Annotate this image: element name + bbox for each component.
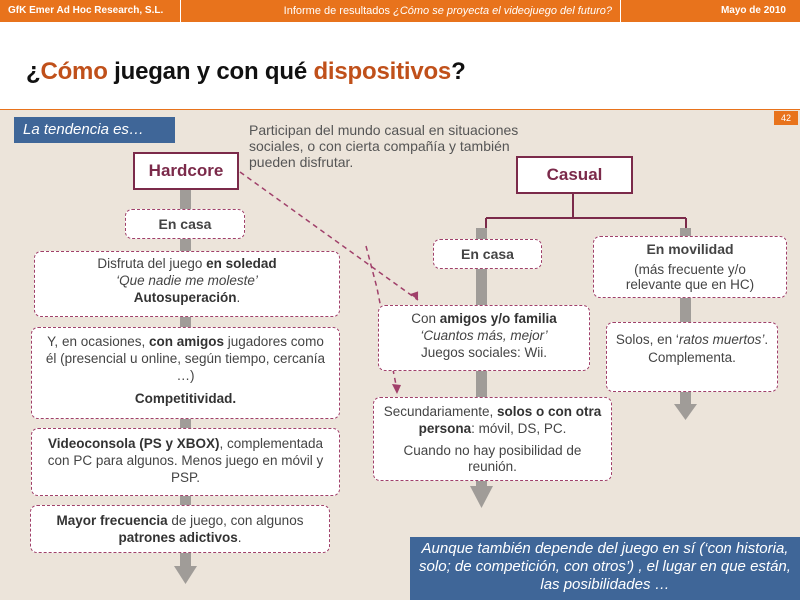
header-divider [620, 0, 621, 22]
title-part: ? [451, 58, 466, 85]
casual-mobile-note: (más frecuente y/o relevante que en HC) [625, 262, 755, 292]
casual-mobile-label: En movilidad [646, 241, 734, 257]
casual-home-arrow-head [470, 486, 493, 508]
casual-home-label: En casa [433, 239, 542, 269]
title-divider [0, 109, 800, 110]
text-line: Solos, en ‘ratos muertos’. [607, 331, 777, 349]
text-line: Cuando no hay posibilidad de reunión. [403, 443, 582, 474]
text-part: . [237, 530, 242, 545]
dashed-arrow-head [392, 384, 401, 394]
report-date: Mayo de 2010 [720, 5, 786, 16]
hardcore-solo-box: Disfruta del juego en soledad ‘Que nadie… [34, 251, 340, 317]
hardcore-devices-box: Videoconsola (PS y XBOX), complementada … [31, 428, 340, 496]
hardcore-header: Hardcore [133, 152, 239, 190]
text-emphasis: amigos y/o familia [439, 311, 557, 326]
header-divider [180, 0, 181, 22]
hardcore-flow-arrow-head [174, 566, 197, 584]
text-emphasis: patrones adictivos [118, 530, 238, 545]
casual-solo-box: Secundariamente, solos o con otra person… [373, 397, 612, 481]
footer-note: Aunque también depende del juego en sí (… [410, 537, 800, 600]
casual-social-box: Con amigos y/o familia ‘Cuantos más, mej… [378, 305, 590, 371]
casual-idle-box: Solos, en ‘ratos muertos’. Complementa. [606, 322, 778, 392]
text-italic: ratos muertos’ [678, 332, 765, 347]
dashed-arrow-head [409, 291, 419, 300]
text-part: : móvil, DS, PC. [471, 421, 567, 436]
text-emphasis: Videoconsola (PS y XBOX) [47, 436, 220, 451]
text-part: Con [411, 311, 440, 326]
text-part: , complementada con PC para algunos. Men… [47, 436, 324, 485]
header-bar: GfK Emer Ad Hoc Research, S.L. Informe d… [0, 0, 800, 22]
hardcore-home-label: En casa [125, 209, 245, 239]
report-prefix: Informe de resultados [283, 5, 394, 17]
text-line: Y, en ocasiones, con amigos jugadores co… [42, 333, 329, 384]
text-part: Disfruta del juego [97, 256, 207, 271]
hardcore-frequency-box: Mayor frecuencia de juego, con algunos p… [30, 505, 330, 553]
text-part: Y, en ocasiones, [47, 334, 149, 349]
company-name: GfK Emer Ad Hoc Research, S.L. [8, 5, 164, 16]
casual-mobile-arrow-shaft [680, 228, 691, 408]
text-part: de juego, con algunos [167, 513, 304, 528]
title-accent: Cómo [40, 58, 108, 85]
quote: ‘Que nadie me moleste’ [116, 273, 258, 288]
text-part: . [764, 332, 769, 347]
text-emphasis: solos o con otra persona [418, 404, 602, 436]
text-line: Complementa. [648, 350, 736, 365]
casual-tree-bracket [485, 193, 687, 228]
text-emphasis: Competitividad. [134, 391, 237, 406]
text-line: Disfruta del juego en soledad [35, 255, 339, 272]
casual-mobile-box: En movilidad (más frecuente y/o relevant… [593, 236, 787, 298]
text-emphasis: Autosuperación [133, 290, 237, 305]
text-emphasis: en soledad [206, 256, 277, 271]
text-emphasis: Mayor frecuencia [56, 513, 168, 528]
text-line: Secundariamente, solos o con otra person… [382, 403, 603, 437]
casual-mobile-arrow-head [674, 404, 697, 420]
text-part: Secundariamente, [383, 404, 498, 419]
text-part: Solos, en ‘ [615, 332, 679, 347]
title-part: ¿ [26, 58, 41, 85]
title-accent: dispositivos [313, 58, 452, 85]
title-part: juegan y con qué [107, 58, 314, 85]
text-line: Autosuperación. [35, 289, 339, 306]
text-line: Con amigos y/o familia [379, 310, 589, 327]
report-question: ¿Cómo se proyecta el videojuego del futu… [393, 5, 612, 17]
trend-label: La tendencia es… [14, 117, 175, 143]
report-title: Informe de resultados ¿Cómo se proyecta … [190, 0, 618, 22]
text-part: jugadores como él (presencial u online, … [45, 334, 326, 383]
text-part: . [236, 290, 241, 305]
casual-social-note: Participan del mundo casual en situacion… [249, 122, 519, 170]
quote: ‘Cuantos más, mejor’ [420, 328, 548, 343]
text-line: Juegos sociales: Wii. [420, 345, 548, 360]
text-line: Competitividad. [42, 390, 329, 407]
text-emphasis: con amigos [149, 334, 225, 349]
casual-header: Casual [516, 156, 633, 194]
page-title: ¿Cómo juegan y con qué dispositivos? [26, 58, 466, 86]
hardcore-friends-box: Y, en ocasiones, con amigos jugadores co… [31, 327, 340, 419]
page-number: 42 [774, 111, 798, 125]
